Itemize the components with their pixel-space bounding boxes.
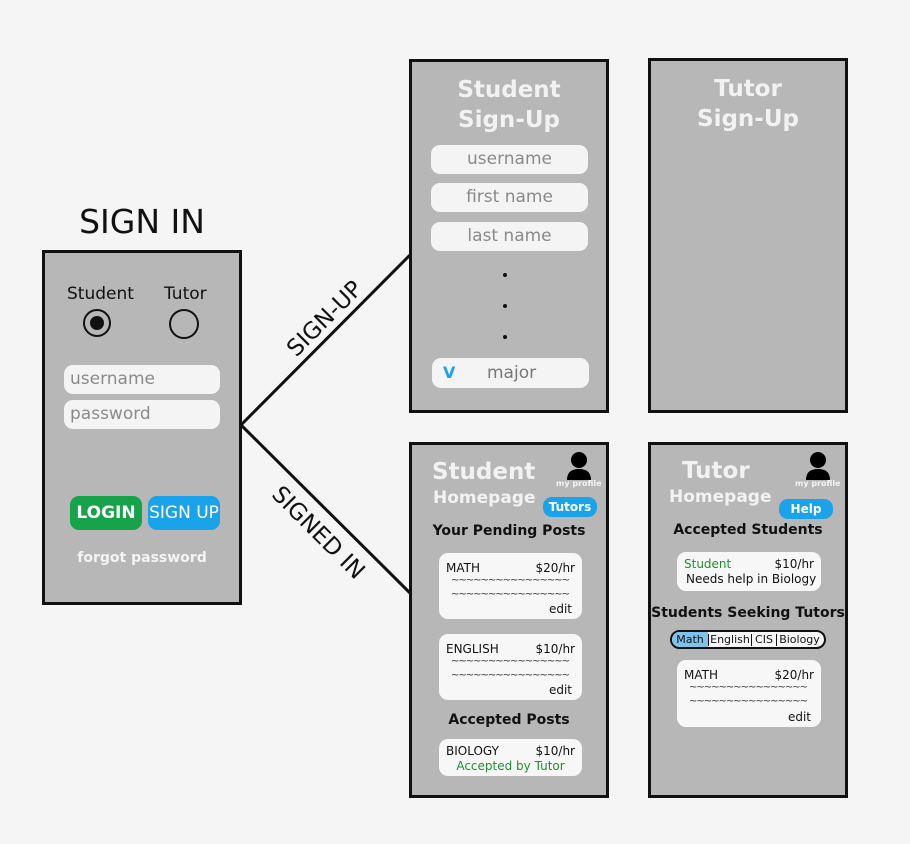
- user-profile-icon[interactable]: [564, 451, 594, 481]
- ellipsis-dot: [503, 273, 507, 277]
- post-rate: $20/hr: [774, 668, 815, 682]
- ellipsis-dot: [503, 335, 507, 339]
- post-rate: $20/hr: [535, 561, 576, 575]
- post-subject: ENGLISH: [446, 642, 499, 656]
- tutor-signup-screen: Tutor Sign-Up: [648, 58, 848, 413]
- student-radio-label: Student: [67, 284, 134, 304]
- post-description-line: ~~~~~~~~~~~~~~~~: [451, 656, 570, 667]
- user-profile-icon[interactable]: [803, 451, 833, 481]
- tutor-radio[interactable]: [169, 309, 199, 339]
- seeking-post-card[interactable]: MATH $20/hr ~~~~~~~~~~~~~~~~ ~~~~~~~~~~~…: [677, 660, 821, 727]
- pending-post-card[interactable]: ENGLISH $10/hr ~~~~~~~~~~~~~~~~ ~~~~~~~~…: [439, 634, 582, 700]
- edit-link[interactable]: edit: [548, 683, 572, 697]
- signup-firstname-input[interactable]: first name: [431, 183, 588, 212]
- pending-posts-heading: Your Pending Posts: [432, 523, 586, 539]
- tutors-button[interactable]: Tutors: [543, 497, 597, 517]
- tutor-home-title-line2: Homepage: [669, 487, 772, 507]
- filter-tab-english[interactable]: English: [710, 633, 750, 646]
- signup-button[interactable]: SIGN UP: [148, 496, 220, 530]
- edit-link[interactable]: edit: [787, 710, 811, 724]
- subject-filter-tabs: Math English CIS Biology: [670, 630, 826, 649]
- ellipsis-dot: [503, 304, 507, 308]
- filter-tab-math[interactable]: Math: [672, 632, 708, 647]
- filter-tab-biology[interactable]: Biology: [779, 633, 820, 646]
- tab-divider: [708, 634, 709, 646]
- forgot-password-link[interactable]: forgot password: [77, 550, 207, 566]
- signup-connector-line: [239, 252, 413, 427]
- post-description-line: ~~~~~~~~~~~~~~~~: [451, 589, 570, 600]
- student-signup-screen: Student Sign-Up username first name last…: [409, 59, 609, 413]
- student-signup-title-line2: Sign-Up: [458, 107, 560, 133]
- post-description-line: ~~~~~~~~~~~~~~~~: [689, 682, 808, 693]
- major-dropdown-label: major: [487, 363, 537, 383]
- signin-title: SIGN IN: [79, 202, 205, 241]
- pending-post-card[interactable]: MATH $20/hr ~~~~~~~~~~~~~~~~ ~~~~~~~~~~~…: [439, 553, 582, 619]
- login-button[interactable]: LOGIN: [70, 496, 142, 530]
- student-homepage-screen: Student Homepage my profile Tutors Your …: [409, 442, 609, 798]
- tab-divider: [776, 634, 777, 646]
- signup-username-input[interactable]: username: [431, 145, 588, 174]
- post-rate: $10/hr: [535, 642, 576, 656]
- post-description-line: ~~~~~~~~~~~~~~~~: [451, 670, 570, 681]
- signup-lastname-input[interactable]: last name: [431, 222, 588, 251]
- post-description-line: ~~~~~~~~~~~~~~~~: [451, 575, 570, 586]
- radio-selected-dot: [90, 316, 104, 330]
- filter-tab-cis[interactable]: CIS: [755, 633, 773, 646]
- post-rate: $10/hr: [535, 744, 576, 758]
- accepted-post-card[interactable]: BIOLOGY $10/hr Accepted by Tutor: [439, 739, 582, 776]
- accepted-status: Accepted by Tutor: [456, 759, 565, 773]
- post-subject: BIOLOGY: [446, 744, 499, 758]
- tutor-radio-label: Tutor: [164, 284, 207, 304]
- username-input[interactable]: username: [64, 365, 220, 394]
- post-rate: $10/hr: [774, 557, 815, 571]
- tutor-homepage-screen: Tutor Homepage my profile Help Accepted …: [648, 442, 848, 798]
- my-profile-label[interactable]: my profile: [556, 479, 602, 488]
- post-subject: MATH: [446, 561, 480, 575]
- tutor-signup-title-line1: Tutor: [714, 76, 782, 102]
- post-description-line: ~~~~~~~~~~~~~~~~: [689, 696, 808, 707]
- student-label: Student: [684, 557, 732, 571]
- student-signup-title-line1: Student: [457, 77, 561, 103]
- accepted-students-heading: Accepted Students: [673, 522, 823, 538]
- accepted-student-card[interactable]: Student $10/hr Needs help in Biology: [677, 552, 821, 591]
- tutor-signup-title-line2: Sign-Up: [697, 106, 799, 132]
- help-button[interactable]: Help: [779, 499, 833, 519]
- signedin-connector-line: [239, 423, 413, 596]
- student-home-title-line1: Student: [432, 459, 536, 485]
- tab-divider: [751, 634, 752, 646]
- tutor-home-title-line1: Tutor: [682, 458, 750, 484]
- my-profile-label[interactable]: my profile: [795, 479, 841, 488]
- major-dropdown[interactable]: V major: [432, 358, 589, 388]
- seeking-tutors-heading: Students Seeking Tutors: [651, 605, 845, 621]
- student-need-note: Needs help in Biology: [686, 572, 817, 586]
- accepted-posts-heading: Accepted Posts: [448, 712, 570, 728]
- password-input[interactable]: password: [64, 400, 220, 429]
- chevron-down-icon: V: [443, 363, 456, 382]
- student-home-title-line2: Homepage: [433, 488, 536, 508]
- student-radio[interactable]: [83, 309, 111, 337]
- post-subject: MATH: [684, 668, 718, 682]
- edit-link[interactable]: edit: [548, 602, 572, 616]
- signin-screen: Student Tutor username password LOGIN SI…: [42, 250, 242, 605]
